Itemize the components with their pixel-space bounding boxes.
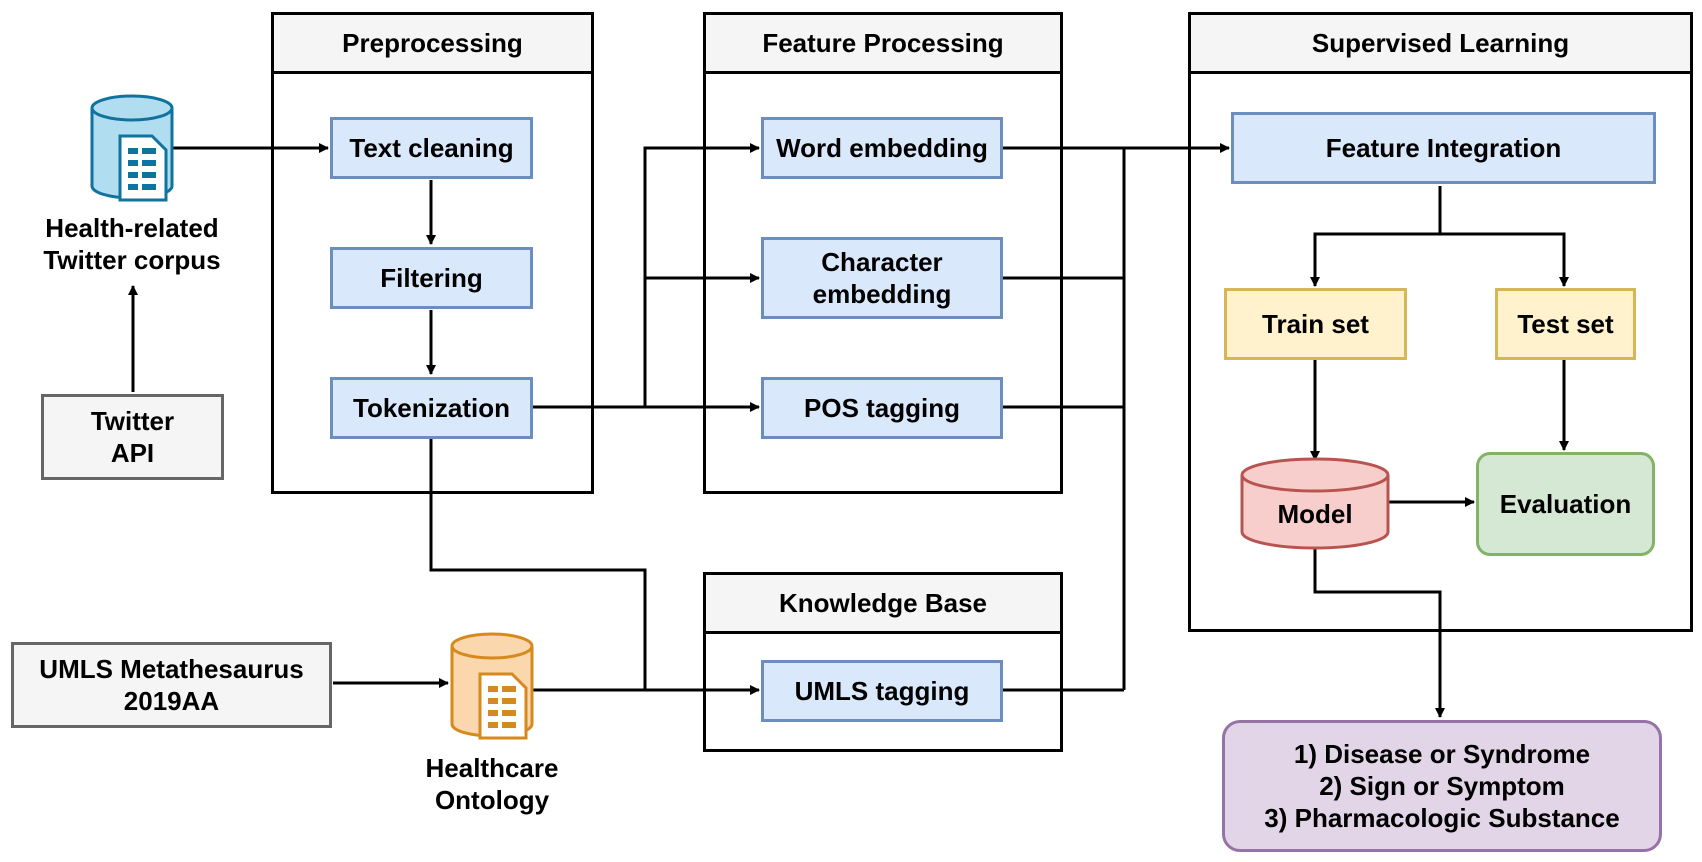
model-cylinder xyxy=(1240,457,1390,550)
test-set-node: Test set xyxy=(1495,288,1636,360)
character-embedding-node: Character embedding xyxy=(761,237,1003,319)
word-embedding-node: Word embedding xyxy=(761,117,1003,179)
twitter-corpus-database-icon xyxy=(90,94,174,202)
supervised-learning-header: Supervised Learning xyxy=(1188,12,1693,74)
filtering-node: Filtering xyxy=(330,247,533,309)
edge-model-to-outputs xyxy=(1313,548,1445,718)
edge-integration-to-test xyxy=(1440,232,1569,287)
healthcare-ontology-database-icon xyxy=(450,632,534,740)
edge-tokenization-to-word-embedding xyxy=(643,143,760,407)
knowledge-base-header: Knowledge Base xyxy=(703,572,1063,634)
output-entity-types: 1) Disease or Syndrome 2) Sign or Sympto… xyxy=(1222,720,1662,852)
twitter-api-node: Twitter API xyxy=(41,394,224,480)
pos-tagging-node: POS tagging xyxy=(761,377,1003,439)
feature-processing-header: Feature Processing xyxy=(703,12,1063,74)
tokenization-node: Tokenization xyxy=(330,377,533,439)
model-label: Model xyxy=(1277,498,1353,529)
healthcare-ontology-label: Healthcare Ontology xyxy=(425,753,559,815)
edge-tokenization-to-umls xyxy=(429,439,647,690)
edge-integration-to-train xyxy=(1310,186,1442,287)
train-set-node: Train set xyxy=(1224,288,1407,360)
evaluation-node: Evaluation xyxy=(1476,452,1655,556)
text-cleaning-node: Text cleaning xyxy=(330,117,533,179)
health-corpus-label: Health-related Twitter corpus xyxy=(43,213,221,275)
umls-tagging-node: UMLS tagging xyxy=(761,660,1003,722)
preprocessing-header: Preprocessing xyxy=(271,12,594,74)
umls-metathesaurus-node: UMLS Metathesaurus 2019AA xyxy=(11,642,332,728)
feature-integration-node: Feature Integration xyxy=(1231,112,1656,184)
